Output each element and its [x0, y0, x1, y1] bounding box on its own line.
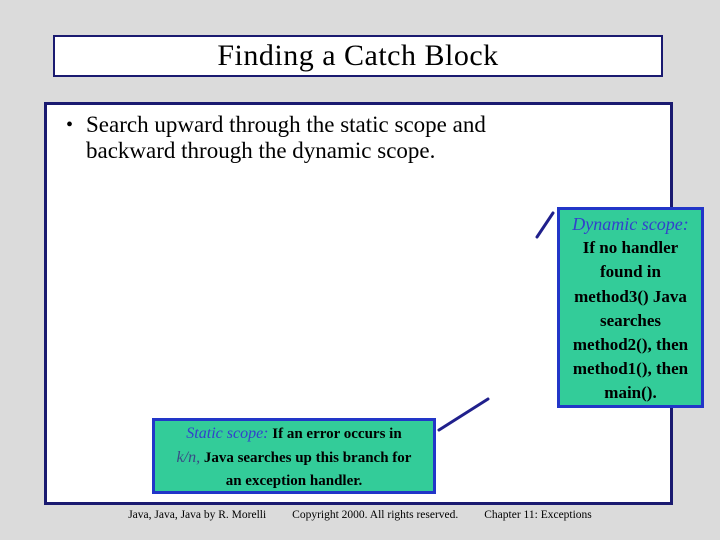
dynamic-scope-line: method1(), then [572, 359, 689, 379]
bullet-text-line-2: backward through the dynamic scope. [86, 138, 436, 163]
dynamic-scope-line: searches [599, 310, 662, 330]
static-scope-line-1: Static scope: If an error occurs in [155, 422, 433, 446]
bullet-text-line-1: Search upward through the static scope a… [86, 112, 486, 137]
static-scope-line-2-text: Java searches up this branch for [200, 450, 412, 467]
bullet-text: Search upward through the static scope a… [86, 112, 486, 164]
static-scope-callout: Static scope: If an error occurs in k/n,… [152, 418, 436, 494]
slide-footer: Java, Java, Java by R. Morelli Copyright… [0, 507, 720, 523]
static-scope-line-1-text: If an error occurs in [268, 426, 402, 442]
dynamic-scope-label: Dynamic scope: [572, 214, 689, 234]
page-title: Finding a Catch Block [217, 39, 499, 72]
dynamic-scope-callout: Dynamic scope: If no handler found in me… [557, 207, 704, 408]
dynamic-scope-line: method2(), then [572, 335, 689, 355]
static-scope-label: Static scope: [186, 425, 269, 442]
footer-chapter: Chapter 11: Exceptions [484, 509, 592, 521]
static-scope-line-2: k/n, Java searches up this branch for [155, 446, 433, 470]
dynamic-scope-line: main(). [604, 383, 657, 403]
slide-title-box: Finding a Catch Block [53, 35, 663, 77]
footer-book-title: Java, Java, Java by R. Morelli [128, 509, 267, 521]
dynamic-scope-line: method3() Java [574, 286, 687, 306]
dynamic-scope-line: found in [600, 262, 661, 282]
footer-copyright: Copyright 2000. All rights reserved. [292, 509, 459, 521]
bullet-item: • Search upward through the static scope… [66, 112, 670, 164]
static-scope-kn: k/n, [176, 449, 201, 467]
static-scope-line-3: an exception handler. [225, 473, 363, 490]
bullet-marker-icon: • [66, 114, 74, 136]
dynamic-scope-line: If no handler [582, 238, 679, 258]
